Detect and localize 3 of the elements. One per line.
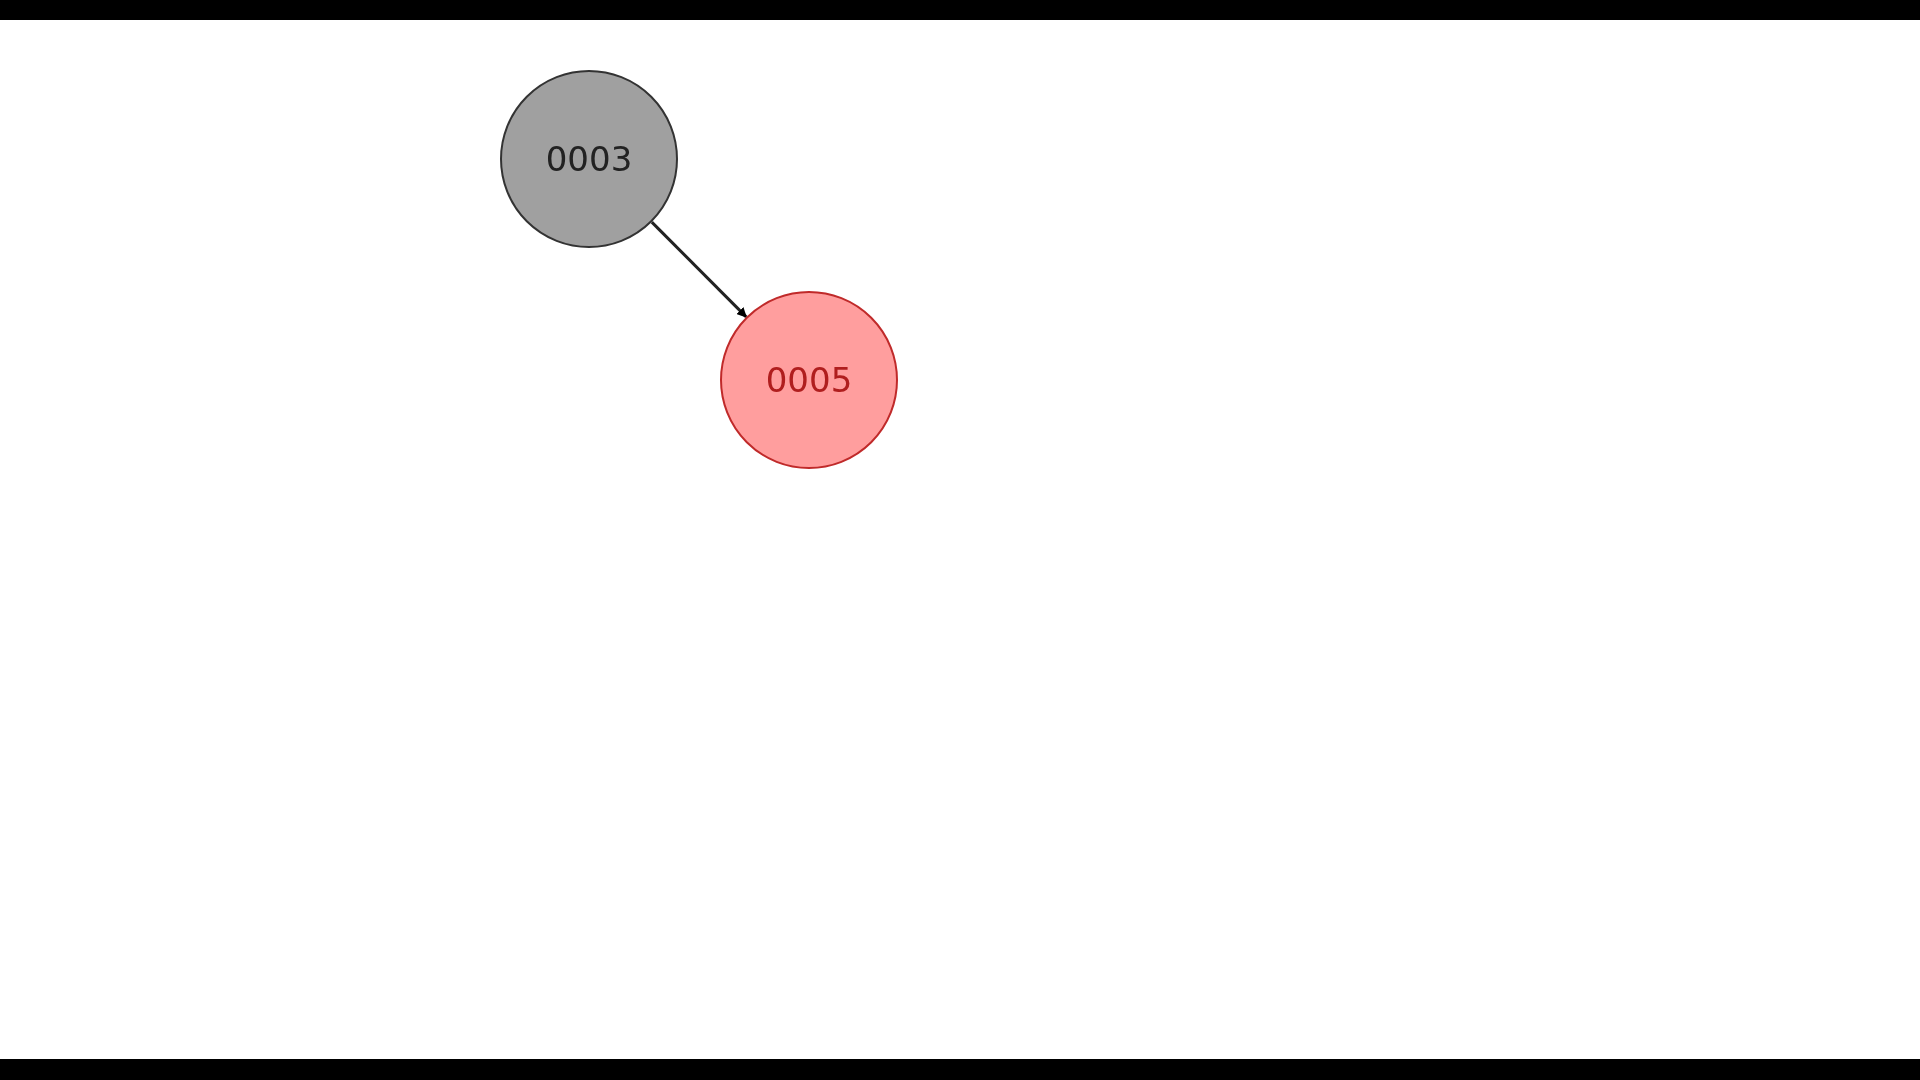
arrow bbox=[650, 221, 748, 318]
node-label: 0005 bbox=[765, 360, 853, 400]
node-label: 0003 bbox=[545, 139, 633, 179]
